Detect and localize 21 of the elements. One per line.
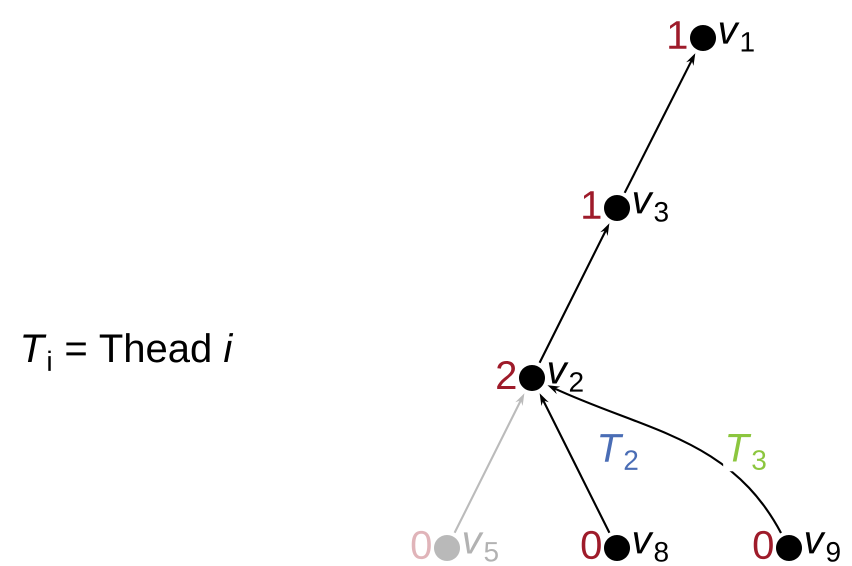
edge-label: T$_{3}$: [723, 432, 769, 472]
node-number: 0: [412, 530, 431, 560]
dot: [519, 365, 545, 391]
definition-text: T$_{i}$ = Thead i: [23, 333, 234, 371]
vertex-name: v$_{9}$: [806, 532, 840, 562]
node-number: 0: [754, 530, 773, 560]
dot: [604, 535, 630, 561]
dot: [604, 195, 630, 221]
node-number: 0: [582, 530, 601, 560]
edge-label: T$_{2}$: [595, 432, 641, 472]
vertex-name: v$_{8}$: [634, 532, 668, 562]
node-number: 2: [497, 361, 516, 389]
vertex-name: v$_{5}$: [464, 532, 498, 562]
vertex-name: v$_{2}$: [548, 362, 583, 392]
node-number: 1: [583, 191, 600, 219]
dot: [776, 535, 802, 561]
node-number: 1: [669, 21, 686, 49]
vertex-name: v$_{3}$: [634, 192, 668, 222]
dot: [690, 25, 716, 51]
dot: [434, 535, 460, 561]
vertex-name: v$_{1}$: [720, 22, 754, 52]
